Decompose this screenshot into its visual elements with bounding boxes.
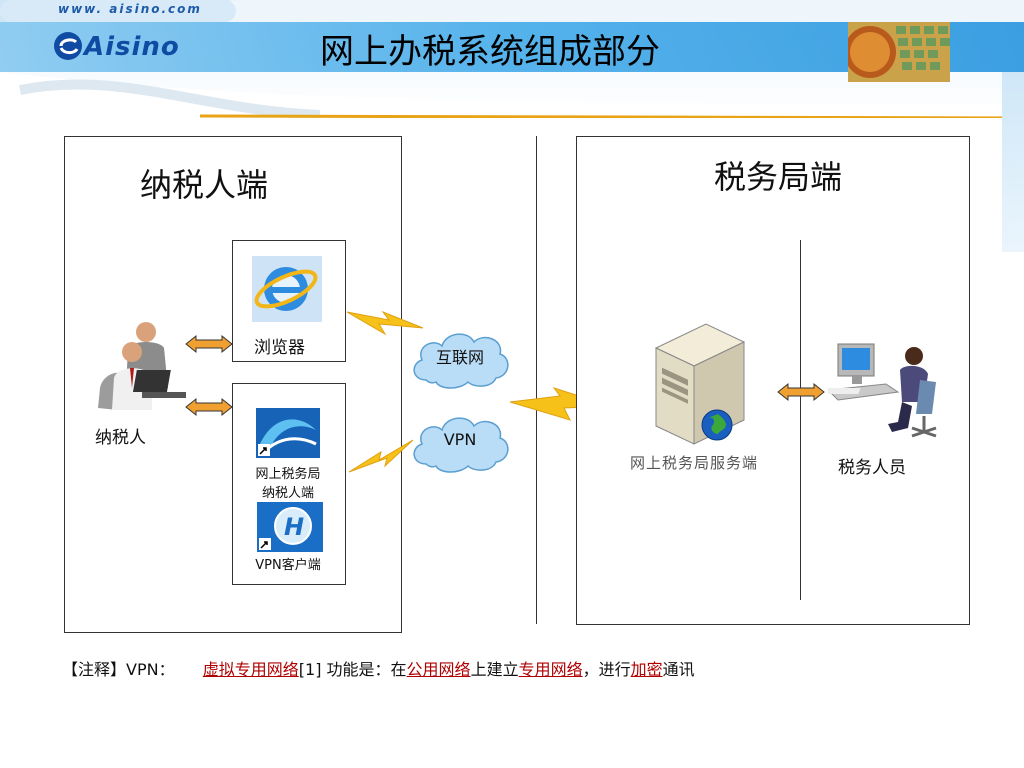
tax-staff-label: 税务人员 <box>838 458 906 478</box>
client-label-line1: 网上税务局 <box>255 467 321 482</box>
internet-label: 互联网 <box>435 348 484 367</box>
vpn-label: VPN <box>443 430 477 449</box>
businessmen-icon <box>98 322 186 410</box>
footnote-mid: 上建立 <box>470 660 519 679</box>
taxpayer-panel-title: 纳税人端 <box>140 166 269 204</box>
vpn-client-label: VPN客户端 <box>255 558 321 573</box>
link-encryption[interactable]: 加密 <box>630 660 663 679</box>
link-private-network[interactable]: 专用网络 <box>518 660 583 679</box>
site-url: www. aisino.com <box>58 2 202 16</box>
server-label: 网上税务局服务端 <box>630 454 759 472</box>
internet-cloud <box>413 333 509 389</box>
taxpayer-label: 纳税人 <box>95 428 146 448</box>
vpn-client-icon[interactable]: H <box>257 502 323 552</box>
double-arrow-icon <box>185 334 233 354</box>
internet-explorer-icon[interactable] <box>252 256 322 322</box>
globe-icon <box>701 409 733 441</box>
lightning-icon <box>348 439 414 473</box>
double-arrow-icon <box>777 382 825 402</box>
side-strip <box>1002 72 1024 252</box>
link-virtual-private-network[interactable]: 虚拟专用网络 <box>202 660 299 679</box>
footnote-ref: [1] 功能是：在 <box>298 660 407 679</box>
footnote-prefix: 【注释】VPN： <box>62 660 175 679</box>
browser-label: 浏览器 <box>254 338 305 358</box>
link-public-network[interactable]: 公用网络 <box>406 660 471 679</box>
center-divider <box>536 136 537 624</box>
keyboard-globe-image <box>848 22 950 82</box>
tax-bureau-panel-title: 税务局端 <box>714 158 843 196</box>
footnote-suffix: 通讯 <box>662 660 695 679</box>
page-title: 网上办税系统组成部分 <box>320 32 660 72</box>
double-arrow-icon <box>185 397 233 417</box>
svg-text:H: H <box>284 513 304 541</box>
aisino-logo-icon <box>54 32 82 60</box>
inner-divider <box>800 240 801 600</box>
workstation-icon <box>828 343 937 438</box>
tax-client-icon[interactable] <box>256 408 320 458</box>
footnote-sep: ，进行 <box>582 660 631 679</box>
footnote: 【注释】VPN： 虚拟专用网络[1] 功能是：在公用网络上建立专用网络，进行加密… <box>62 656 695 680</box>
client-label-line2: 纳税人端 <box>261 486 314 501</box>
lightning-icon <box>346 310 424 336</box>
aisino-logo: Aisino <box>84 32 180 62</box>
vpn-cloud <box>413 417 509 473</box>
